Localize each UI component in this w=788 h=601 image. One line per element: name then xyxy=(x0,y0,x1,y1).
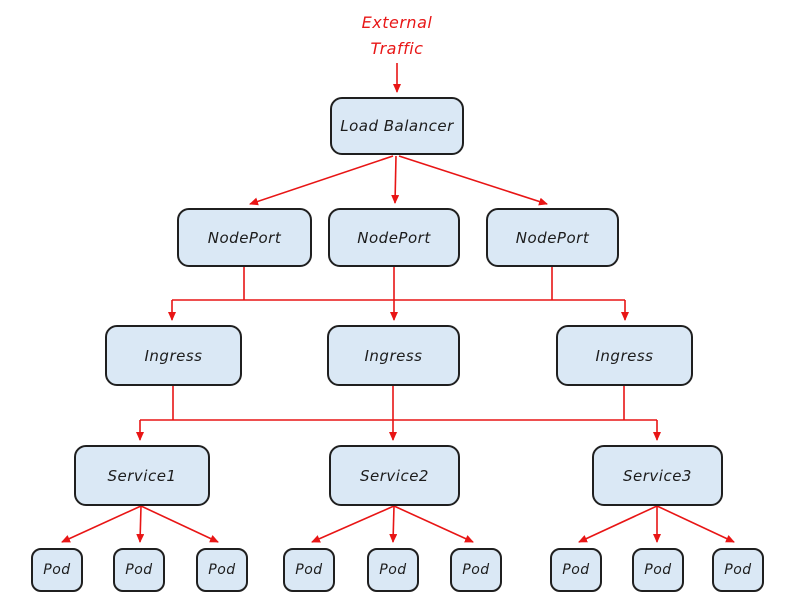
node-pod-5: Pod xyxy=(367,548,419,592)
node-label: Pod xyxy=(462,562,490,578)
node-label: NodePort xyxy=(515,228,590,247)
node-label: Pod xyxy=(208,562,236,578)
node-pod-9: Pod xyxy=(712,548,764,592)
node-ingress-2: Ingress xyxy=(327,325,460,386)
node-service-3: Service3 xyxy=(592,445,723,506)
node-label: Ingress xyxy=(144,346,203,365)
node-label: Pod xyxy=(43,562,71,578)
node-nodeport-2: NodePort xyxy=(328,208,460,267)
node-service-1: Service1 xyxy=(74,445,210,506)
node-label: Pod xyxy=(379,562,407,578)
node-label: Pod xyxy=(562,562,590,578)
node-label: Pod xyxy=(724,562,752,578)
node-load-balancer: Load Balancer xyxy=(330,97,464,155)
node-pod-6: Pod xyxy=(450,548,502,592)
node-pod-3: Pod xyxy=(196,548,248,592)
node-label: Service1 xyxy=(107,466,177,485)
node-pod-1: Pod xyxy=(31,548,83,592)
node-label: Service3 xyxy=(623,466,692,485)
node-pod-2: Pod xyxy=(113,548,165,592)
node-pod-8: Pod xyxy=(632,548,684,592)
node-label: Load Balancer xyxy=(340,117,454,135)
node-label: Pod xyxy=(125,562,153,578)
node-label: Pod xyxy=(644,562,672,578)
node-pod-7: Pod xyxy=(550,548,602,592)
node-ingress-3: Ingress xyxy=(556,325,693,386)
node-label: Ingress xyxy=(364,346,423,365)
node-label: Ingress xyxy=(595,346,654,365)
node-ingress-1: Ingress xyxy=(105,325,242,386)
node-nodeport-3: NodePort xyxy=(486,208,619,267)
node-label: NodePort xyxy=(357,228,431,247)
node-pod-4: Pod xyxy=(283,548,335,592)
external-traffic-label: External Traffic xyxy=(361,13,433,58)
node-label: NodePort xyxy=(207,228,282,247)
node-nodeport-1: NodePort xyxy=(177,208,312,267)
node-label: Service2 xyxy=(360,466,429,485)
node-service-2: Service2 xyxy=(329,445,460,506)
node-label: Pod xyxy=(295,562,323,578)
